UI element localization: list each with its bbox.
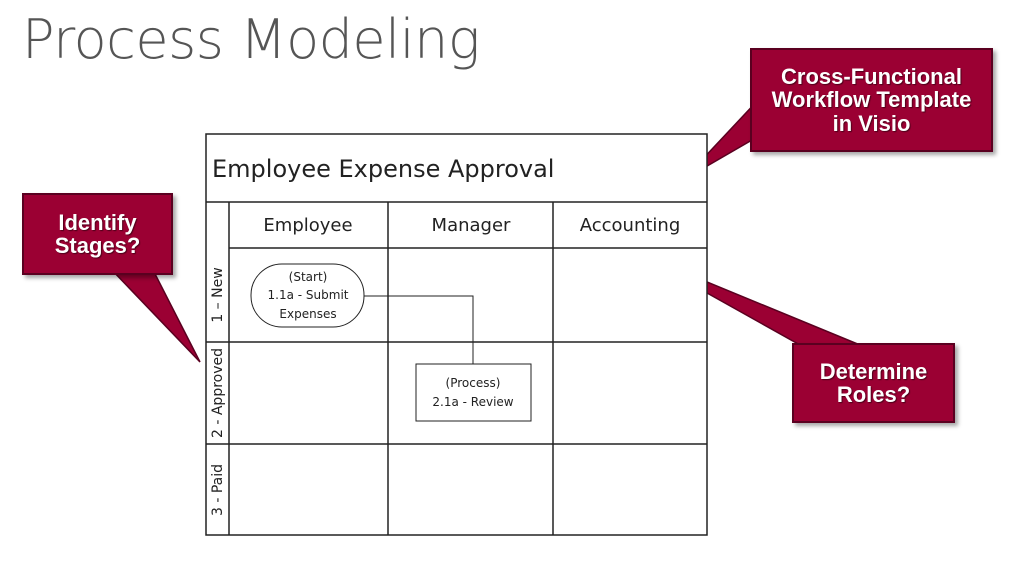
stages-callout-text: Identify Stages?	[54, 209, 141, 258]
roles-callout-text: Determine Roles?	[819, 358, 928, 407]
start-shape[interactable]	[250, 263, 365, 328]
stages-callout: Identify Stages?	[22, 193, 173, 275]
stage-new: 1 – New	[210, 267, 226, 322]
template-callout: Cross-Functional Workflow Template in Vi…	[750, 48, 993, 152]
diagram-title: Employee Expense Approval	[212, 155, 554, 183]
start-shape-line1: (Start)	[289, 270, 328, 284]
process-shape[interactable]	[415, 363, 532, 422]
flow-connector	[364, 295, 474, 364]
roles-callout: Determine Roles?	[792, 343, 955, 423]
start-shape-line3: Expenses	[279, 307, 336, 321]
role-accounting: Accounting	[580, 215, 681, 236]
role-employee: Employee	[263, 215, 352, 236]
page-title: Process Modeling	[22, 8, 480, 71]
diagram-frame	[205, 133, 708, 536]
template-callout-text: Cross-Functional Workflow Template in Vi…	[771, 64, 972, 136]
stage-approved: 2 - Approved	[210, 348, 226, 438]
process-shape-line2: 2.1a - Review	[432, 395, 513, 409]
process-shape-line1: (Process)	[446, 376, 501, 390]
role-manager: Manager	[432, 215, 511, 236]
start-shape-line2: 1.1a - Submit	[268, 288, 349, 302]
stage-paid: 3 - Paid	[210, 464, 226, 516]
stages-callout-pointer	[108, 267, 201, 363]
